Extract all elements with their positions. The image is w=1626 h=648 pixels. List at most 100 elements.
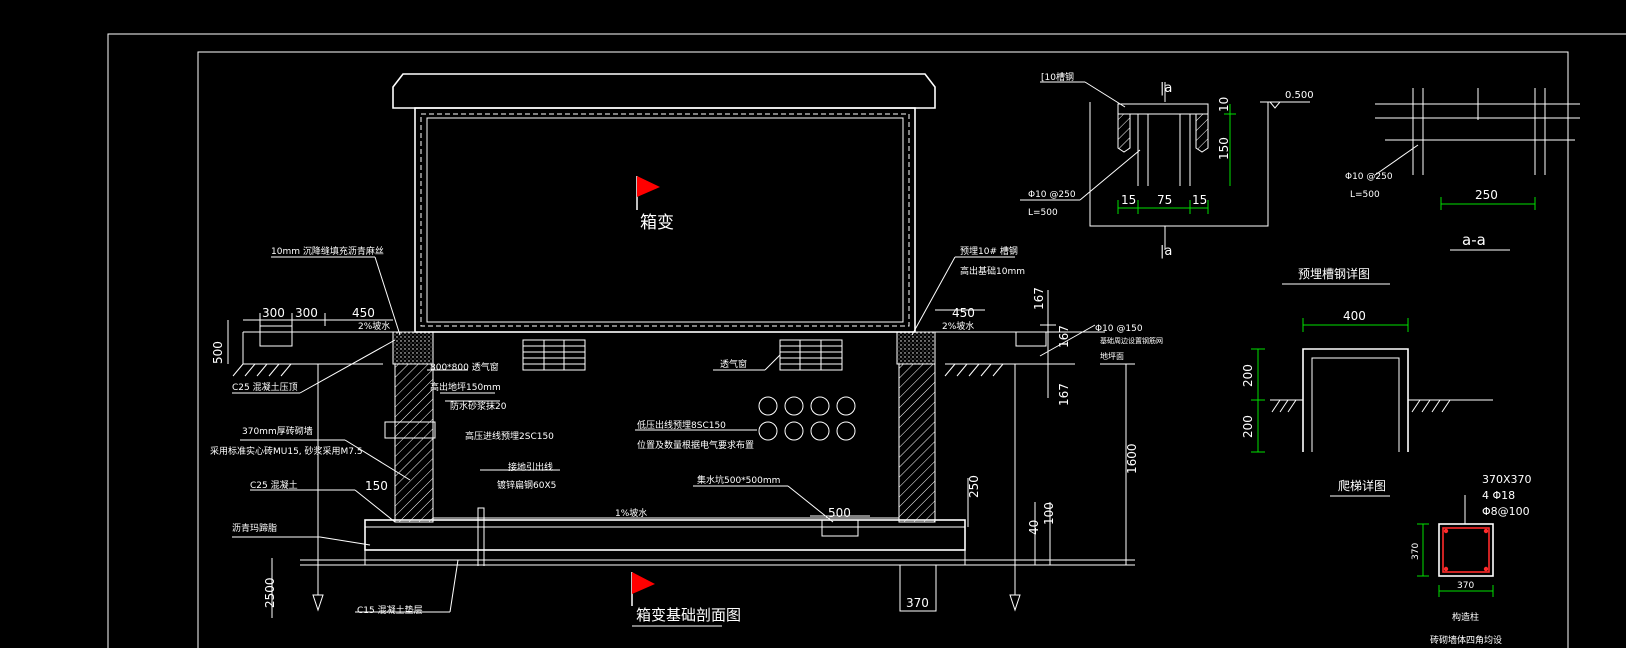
col-dim-h: 370 — [1457, 581, 1474, 591]
phi10-250-a: Φ10 @250 — [1028, 190, 1076, 200]
dim-500-sump: 500 — [828, 506, 851, 520]
vent-note-2: 高出地坪150mm — [430, 381, 501, 393]
dim-40: 40 — [1027, 520, 1041, 535]
ground-lead-note-1: 接地引出线 — [508, 461, 553, 473]
col-name: 构造柱 — [1452, 611, 1479, 623]
col-bars: 4 Φ18 — [1482, 489, 1515, 502]
concrete-coping-left — [392, 331, 434, 365]
phi10-250-b: Φ10 @250 — [1345, 172, 1393, 182]
dim-300a: 300 — [262, 306, 285, 320]
joint-note: 10mm 沉降缝填充沥青麻丝 — [271, 245, 384, 257]
det-dim-10: 10 — [1217, 97, 1231, 112]
dim-167a: 167 — [1032, 287, 1046, 310]
box-title: 箱变 — [640, 213, 674, 233]
col-note: 砖砌墙体四角均设 — [1430, 634, 1502, 646]
hv-pipe — [384, 421, 436, 439]
channel-detail: [10槽钢 Φ10 @250 L=500 |a |a 0.500 15 75 1… — [1020, 71, 1314, 259]
concrete-coping-right — [896, 331, 936, 365]
steel-note-2: 高出基础10mm — [960, 265, 1025, 277]
c25-concrete-note: C25 混凝土 — [250, 479, 298, 491]
ladder-detail: 预埋槽钢详图 400 200 200 爬梯详图 — [1241, 266, 1493, 497]
dim-500: 500 — [211, 341, 225, 364]
box-inner-outline — [420, 113, 910, 327]
ground-hatch-left — [232, 363, 292, 377]
lad-dim-200a: 200 — [1241, 364, 1255, 387]
vent-grille-right — [779, 339, 843, 371]
main-title: 箱变基础剖面图 — [636, 606, 741, 624]
lad-dim-200b: 200 — [1241, 415, 1255, 438]
ground-hatch-right — [944, 363, 1004, 377]
l500-b: L=500 — [1350, 190, 1380, 200]
grounding-bar — [477, 507, 485, 566]
det-dim-75: 75 — [1157, 193, 1172, 207]
dim-2500: 2500 — [263, 577, 277, 608]
lad-dim-400: 400 — [1343, 309, 1366, 323]
dim-450-right: 450 — [952, 306, 975, 320]
ground-level-note: 地坪面 — [1100, 351, 1124, 361]
col-size: 370X370 — [1482, 473, 1532, 486]
dim-1600: 1600 — [1125, 443, 1139, 474]
rebar-note-2: 基础周边设置钢筋网 — [1100, 336, 1163, 345]
det-dim-15b: 15 — [1192, 193, 1207, 207]
steel-note-1: 预埋10# 槽钢 — [960, 245, 1018, 257]
asphalt-note: 沥青玛蹄脂 — [232, 522, 277, 534]
rebar-note-1: Φ10 @150 — [1095, 324, 1143, 334]
section-aa-detail: Φ10 @250 L=500 250 a-a — [1345, 88, 1580, 251]
box-body — [414, 107, 916, 333]
dim-150: 150 — [365, 479, 388, 493]
dim-100: 100 — [1042, 502, 1056, 525]
column-detail: 370X370 4 Φ18 Φ8@100 370 370 构造柱 砖砌墙体四角均… — [1411, 473, 1532, 646]
dim-250: 250 — [967, 475, 981, 498]
slope-right: 2%坡水 — [942, 320, 974, 332]
detail-embed-title: 预埋槽钢详图 — [1298, 266, 1370, 281]
hv-pipe-note: 高压进线预埋2SC150 — [465, 430, 554, 442]
leader-lines — [232, 256, 1105, 613]
det-dim-250: 250 — [1475, 188, 1498, 202]
base-slab — [364, 519, 966, 551]
sump-note: 集水坑500*500mm — [697, 474, 780, 486]
c25-top-note: C25 混凝土压顶 — [232, 381, 298, 393]
flag-icon-box — [636, 176, 660, 210]
dim-450-left: 450 — [352, 306, 375, 320]
detail-ladder-title: 爬梯详图 — [1338, 478, 1386, 493]
dimension-lines — [227, 290, 1135, 618]
brick-wall-left — [394, 363, 434, 523]
slope-mid: 1%坡水 — [615, 507, 647, 519]
slope-left: 2%坡水 — [358, 320, 390, 332]
wall-note: 370mm厚砖砌墙 — [242, 425, 313, 437]
steel10-label: [10槽钢 — [1041, 71, 1074, 83]
brick-note: 采用标准实心砖MU15, 砂浆采用M7.5 — [210, 445, 363, 457]
flag-icon-title — [631, 572, 655, 606]
c15-layer-note: C15 混凝土垫层 — [357, 604, 423, 616]
col-dim-v: 370 — [1411, 543, 1421, 560]
section-mark-bottom: |a — [1160, 244, 1172, 259]
ground-lead-note-2: 镀锌扁钢60X5 — [497, 479, 556, 491]
dim-167b: 167 — [1057, 325, 1071, 348]
det-dim-15a: 15 — [1121, 193, 1136, 207]
box-inner-panel — [426, 117, 904, 323]
vent-note-1: 800*800 透气窗 — [430, 361, 499, 373]
vent-grille-left — [522, 339, 586, 371]
rebar-cage — [1442, 527, 1490, 573]
brick-wall-right — [898, 363, 936, 523]
section-mark-top: |a — [1160, 81, 1172, 96]
elev-0500: 0.500 — [1285, 90, 1314, 101]
inner-frame — [197, 51, 1569, 648]
dim-370: 370 — [906, 596, 929, 610]
main-section: 箱变 箱变基础剖面图 10mm 沉降缝填充沥青麻丝 预埋10# 槽钢 高出基础1… — [210, 73, 1163, 627]
vent-right-note: 透气窗 — [720, 358, 747, 370]
det-dim-150: 150 — [1217, 137, 1231, 160]
lv-pipe-note-2: 位置及数量根据电气要求布置 — [637, 439, 754, 451]
dim-167c: 167 — [1057, 383, 1071, 406]
vent-note-3: 防水砂浆抹20 — [450, 400, 507, 412]
col-ties: Φ8@100 — [1482, 505, 1530, 518]
aa-label: a-a — [1462, 231, 1486, 249]
sump-pit — [821, 520, 859, 537]
lv-pipe-circles — [758, 396, 856, 441]
l500-a: L=500 — [1028, 208, 1058, 218]
outer-frame — [107, 33, 1626, 648]
lv-pipe-note-1: 低压出线预埋8SC150 — [637, 419, 726, 431]
box-roof — [392, 73, 936, 109]
dim-300b: 300 — [295, 306, 318, 320]
